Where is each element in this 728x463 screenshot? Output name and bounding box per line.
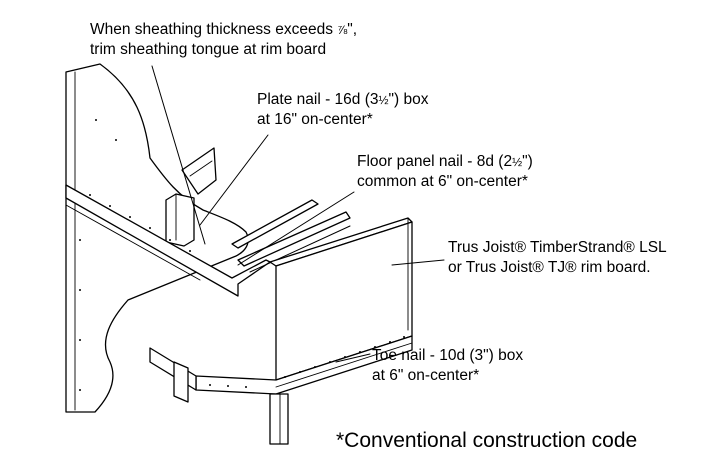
fraction-one-half: ½ <box>512 155 523 169</box>
stud-left <box>173 361 189 403</box>
leader-plate-nail <box>199 134 269 226</box>
callout-rim-line1: Trus Joist® TimberStrand® LSL <box>448 239 667 256</box>
callout-plate-line1-post: ") box <box>388 91 429 108</box>
fraction-seven-eighths: ⅞ <box>337 23 348 37</box>
callout-floor-line1: Floor panel nail - 8d (2½") <box>357 152 533 172</box>
top-plate-block <box>165 193 195 247</box>
callout-toe-line1: Toe nail - 10d (3") box <box>372 347 524 364</box>
callout-floor-line1-pre: Floor panel nail - 8d (2 <box>357 153 513 170</box>
callout-floor-panel-nail: Floor panel nail - 8d (2½") common at 6"… <box>357 152 533 192</box>
back-rim-joist <box>181 147 217 195</box>
leader-lines <box>151 65 445 363</box>
callout-sheathing: When sheathing thickness exceeds ⅞", tri… <box>90 20 357 60</box>
stud-right <box>269 393 289 445</box>
floor-panel-edge <box>65 204 201 281</box>
callout-sheathing-line2: trim sheathing tongue at rim board <box>90 41 327 58</box>
callout-plate-line1-pre: Plate nail - 16d (3 <box>257 91 379 108</box>
leader-floor-nail <box>237 191 355 266</box>
callout-toe-nail: Toe nail - 10d (3") box at 6" on-center* <box>372 346 523 386</box>
back-rim-detail <box>189 160 213 177</box>
joist-2 <box>237 211 351 267</box>
fraction-one-half: ½ <box>378 93 389 107</box>
joist-1 <box>231 199 319 249</box>
sill-plate-line <box>275 342 413 388</box>
callout-toe-line2: at 6" on-center* <box>372 367 480 384</box>
leader-sheathing <box>151 65 206 245</box>
leader-toe-nail <box>335 353 371 363</box>
bottom-plate <box>149 347 197 391</box>
leader-rim-board <box>391 259 445 266</box>
joist-3 <box>249 225 351 273</box>
callout-sheathing-line1: When sheathing thickness exceeds ⅞", <box>90 20 357 40</box>
footnote: *Conventional construction code <box>336 429 638 452</box>
floor-panel <box>65 184 271 297</box>
callout-floor-line1-post: ") <box>522 153 533 170</box>
callout-plate-line2: at 16" on-center* <box>257 111 373 128</box>
callout-floor-line2: common at 6" on-center* <box>357 173 528 190</box>
callout-rim-line2: or Trus Joist® TJ® rim board. <box>448 259 651 276</box>
callout-plate-line1: Plate nail - 16d (3½") box <box>257 90 428 110</box>
callout-rim-board: Trus Joist® TimberStrand® LSL or Trus Jo… <box>448 238 667 278</box>
callout-sheathing-line1-post: ", <box>347 21 358 38</box>
nail-pattern <box>79 119 405 391</box>
callout-plate-nail: Plate nail - 16d (3½") box at 16" on-cen… <box>257 90 428 130</box>
callout-sheathing-line1-pre: When sheathing thickness exceeds <box>90 21 338 38</box>
